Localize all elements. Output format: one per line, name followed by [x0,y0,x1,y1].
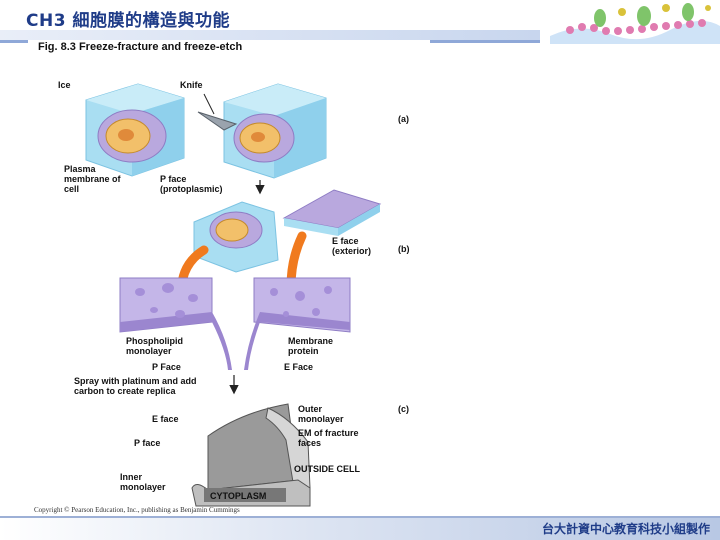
ice-block-left [85,83,185,177]
copyright-notice: Copyright © Pearson Education, Inc., pub… [34,506,240,514]
panel-c-label: (c) [398,404,409,414]
e-face-c-label: E face [152,414,179,424]
spray-platinum-label: Spray with platinum and add carbon to cr… [74,376,197,396]
footer-divider [0,516,720,518]
plasma-membrane-label: Plasma membrane of cell [64,164,121,194]
outer-monolayer-label: Outer monolayer [298,404,344,424]
em-fracture-faces-label: EM of fracture faces [298,428,359,448]
header-bar [0,30,540,40]
slide-header: CH3 細胞膜的構造與功能 [0,0,720,44]
cell-membrane-decoration-icon [540,0,720,44]
phospholipid-monolayer-label: Phospholipid monolayer [126,336,183,356]
footer-credit: 台大計資中心教育科技小組製作 [541,522,710,536]
knife-label: Knife [180,80,203,90]
e-face-label: E Face [284,362,314,372]
panel-b-label: (b) [398,244,410,254]
outside-cell-label: OUTSIDE CELL [294,464,361,474]
fracture-faces [119,277,351,370]
p-face-c-label: P face [134,438,161,448]
ice-block-right [197,83,327,179]
slide-footer: 台大計資中心教育科技小組製作 [0,516,720,540]
freeze-fracture-figure: Fig. 8.3 Freeze-fracture and freeze-etch [28,40,430,518]
p-face-protoplasmic-label: P face (protoplasmic) [160,174,223,194]
replica-micrograph [191,403,311,507]
cytoplasm-label: CYTOPLASM [210,491,267,501]
ice-label: Ice [58,80,71,90]
fractured-block [193,189,382,273]
figure-title: Fig. 8.3 Freeze-fracture and freeze-etch [38,41,243,53]
panel-a-label: (a) [398,114,409,124]
slide-title: CH3 細胞膜的構造與功能 [26,11,230,31]
e-face-exterior-label: E face (exterior) [332,236,372,256]
p-face-label: P Face [152,362,181,372]
freeze-fracture-diagram [85,83,382,507]
membrane-protein-label: Membrane protein [288,336,334,356]
inner-monolayer-label: Inner monolayer [120,472,166,492]
